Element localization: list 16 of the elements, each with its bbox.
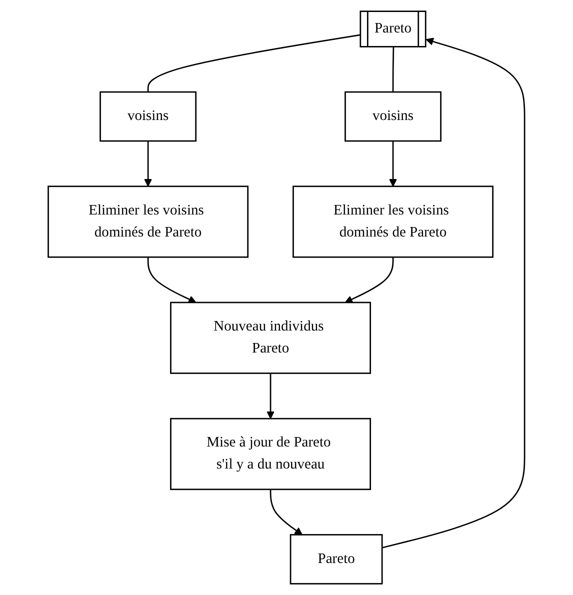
connector (392, 47, 394, 92)
node-box: voisins (344, 91, 442, 142)
node-box: voisins (100, 91, 197, 142)
connector (147, 34, 362, 92)
arrow (147, 257, 196, 304)
arrow (382, 38, 526, 548)
node-box: Pareto (290, 534, 383, 584)
arrow (144, 141, 152, 187)
node-box: Nouveau individus Pareto (170, 302, 372, 374)
arrow (270, 489, 303, 536)
node-box: Mise à jour de Pareto s'il y a du nouveau (170, 418, 372, 490)
arrow (389, 141, 398, 187)
arrow (266, 373, 275, 419)
arrow (344, 257, 394, 304)
node-box: Eliminer les voisins dominés de Pareto (292, 186, 494, 258)
node-box: Eliminer les voisins dominés de Pareto (48, 186, 249, 258)
